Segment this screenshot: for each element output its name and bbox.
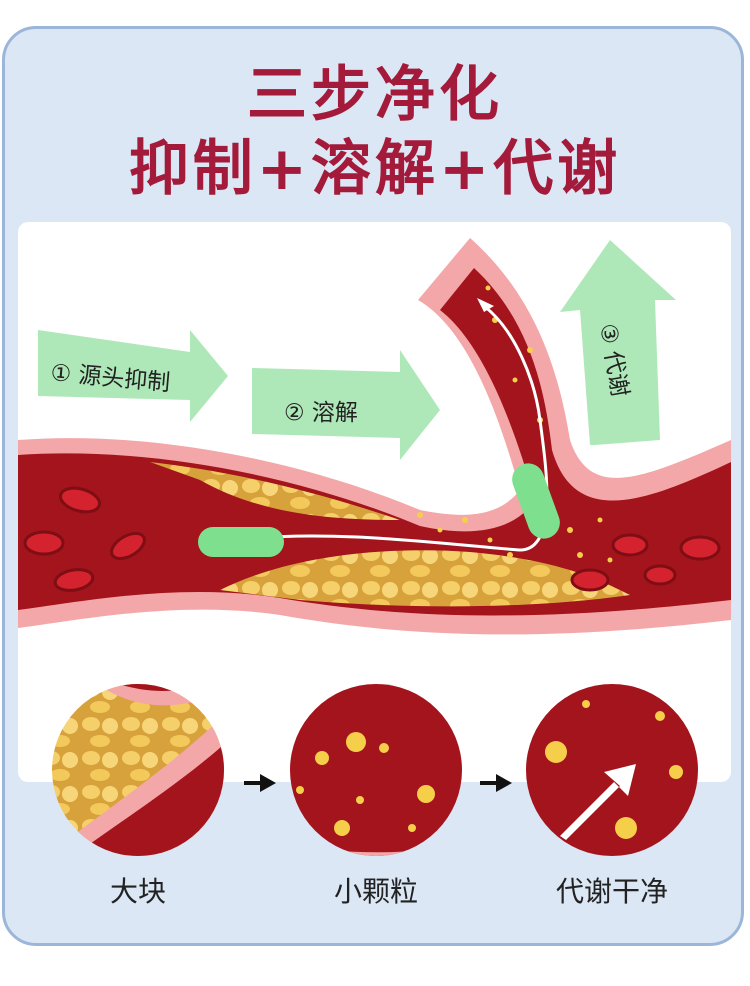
stage-2-label: 小颗粒 — [333, 875, 418, 908]
stage-1-circle — [52, 684, 224, 856]
page-title: 三步净化 — [247, 60, 503, 130]
step-1-arrow — [38, 330, 228, 422]
red-blood-cells — [23, 486, 721, 592]
page-subtitle: 抑制+溶解+代谢 — [128, 134, 622, 204]
stage-arrow-2 — [480, 774, 512, 792]
stage-3-circle — [526, 684, 698, 856]
flow-arrowhead — [477, 298, 494, 312]
stage-3-label: 代谢干净 — [555, 875, 668, 908]
step-2-label: ② 溶解 — [284, 400, 358, 426]
stage-arrow-1 — [244, 774, 276, 792]
capsule-2 — [512, 463, 560, 539]
stage-2-circle — [290, 684, 462, 856]
plaque-top — [150, 462, 400, 520]
capsule-1 — [198, 527, 284, 557]
stage-1-label: 大块 — [109, 875, 166, 908]
plaque-bottom — [220, 550, 630, 607]
step-2-arrow — [252, 350, 440, 460]
step-3-arrow — [560, 240, 676, 445]
